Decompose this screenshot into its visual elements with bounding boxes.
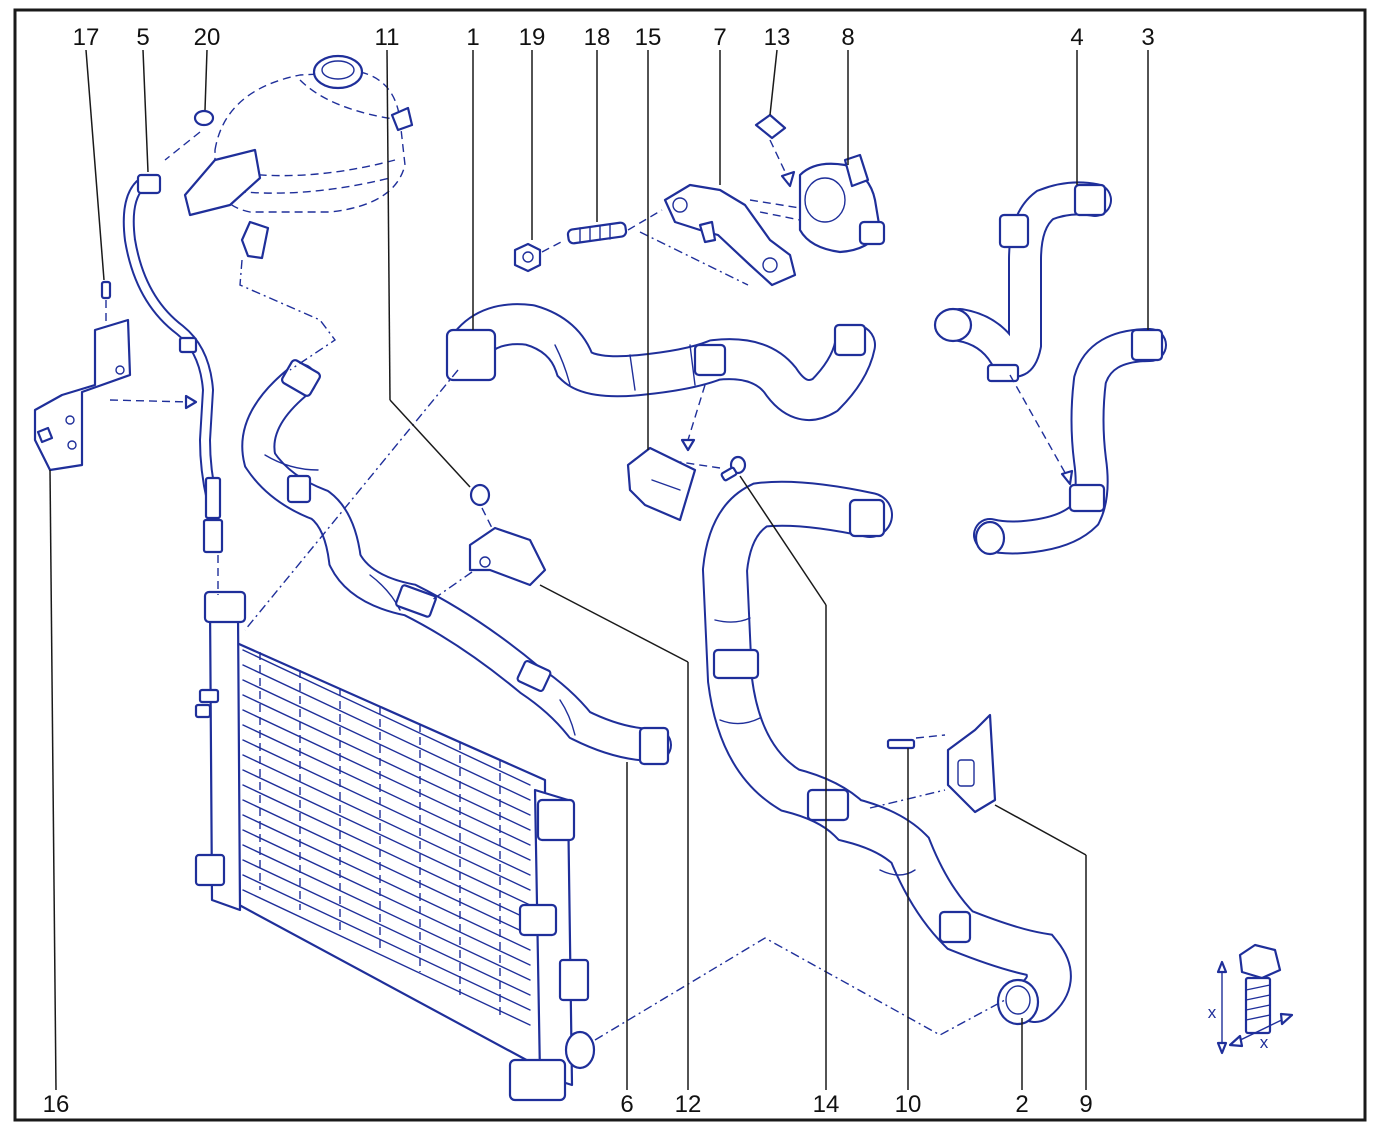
clip-20 xyxy=(164,109,215,161)
callout-13: 13 xyxy=(764,24,791,51)
guide-16-to-5 xyxy=(109,399,191,403)
callout-4: 4 xyxy=(1070,24,1083,51)
guide-tank-to-6 xyxy=(239,259,337,371)
callout-14: 14 xyxy=(813,1091,840,1118)
callout-15: 15 xyxy=(635,24,662,51)
bracket-15 xyxy=(626,446,697,522)
hose-4 xyxy=(933,181,1112,383)
callout-1: 1 xyxy=(466,24,479,51)
screw-11 xyxy=(469,483,493,529)
callout-8: 8 xyxy=(841,24,854,51)
guide-radiator-to-2 xyxy=(594,937,1006,1041)
callout-3: 3 xyxy=(1141,24,1154,51)
callout-16: 16 xyxy=(43,1091,70,1118)
pump-bracket-7 xyxy=(663,183,797,287)
arrow-15 xyxy=(680,438,696,452)
hose-lower-right xyxy=(701,480,1072,1026)
callout-5: 5 xyxy=(136,24,149,51)
expansion-tank xyxy=(183,54,414,260)
bracket-9 xyxy=(946,713,997,814)
callout-20: 20 xyxy=(194,24,221,51)
callout-11: 11 xyxy=(375,24,400,51)
callout-12: 12 xyxy=(675,1091,702,1118)
arrow-3 xyxy=(1060,469,1074,486)
callout-19: 19 xyxy=(519,24,546,51)
callout-7: 7 xyxy=(713,24,726,51)
screw-17 xyxy=(100,280,112,325)
bolt-inset: x x xyxy=(1208,943,1294,1055)
dim-label-b: x xyxy=(1260,1033,1269,1052)
nut-19 xyxy=(513,239,566,273)
diagram-frame xyxy=(13,8,1367,1122)
callout-10: 10 xyxy=(895,1091,922,1118)
guide-4-to-3 xyxy=(1009,374,1069,479)
hose-3 xyxy=(973,328,1167,556)
hose-6 xyxy=(241,359,672,766)
callout-numbers: 17 5 20 11 1 19 18 15 7 13 8 4 3 16 6 12… xyxy=(43,24,1155,1118)
water-pump-8 xyxy=(749,153,886,254)
callout-2: 2 xyxy=(1015,1091,1028,1118)
clip-13 xyxy=(754,113,796,188)
guide-12-to-6 xyxy=(431,571,473,601)
guide-1-to-15 xyxy=(687,384,706,441)
arrow-16 xyxy=(184,394,198,410)
bracket-16 xyxy=(33,318,132,472)
screw-14 xyxy=(679,455,747,482)
guide-1-to-radiator xyxy=(244,369,459,631)
stud-18 xyxy=(566,209,749,286)
radiator xyxy=(194,590,596,1102)
callout-9: 9 xyxy=(1079,1091,1092,1118)
dim-label-a: x xyxy=(1208,1003,1217,1022)
vent-hose-5 xyxy=(122,173,224,554)
callout-18: 18 xyxy=(584,24,611,51)
callout-6: 6 xyxy=(620,1091,633,1118)
bracket-12 xyxy=(468,526,547,587)
screw-10 xyxy=(886,734,946,750)
hose-1 xyxy=(445,303,876,421)
leader-lines xyxy=(49,49,1149,1091)
callout-17: 17 xyxy=(73,24,100,51)
